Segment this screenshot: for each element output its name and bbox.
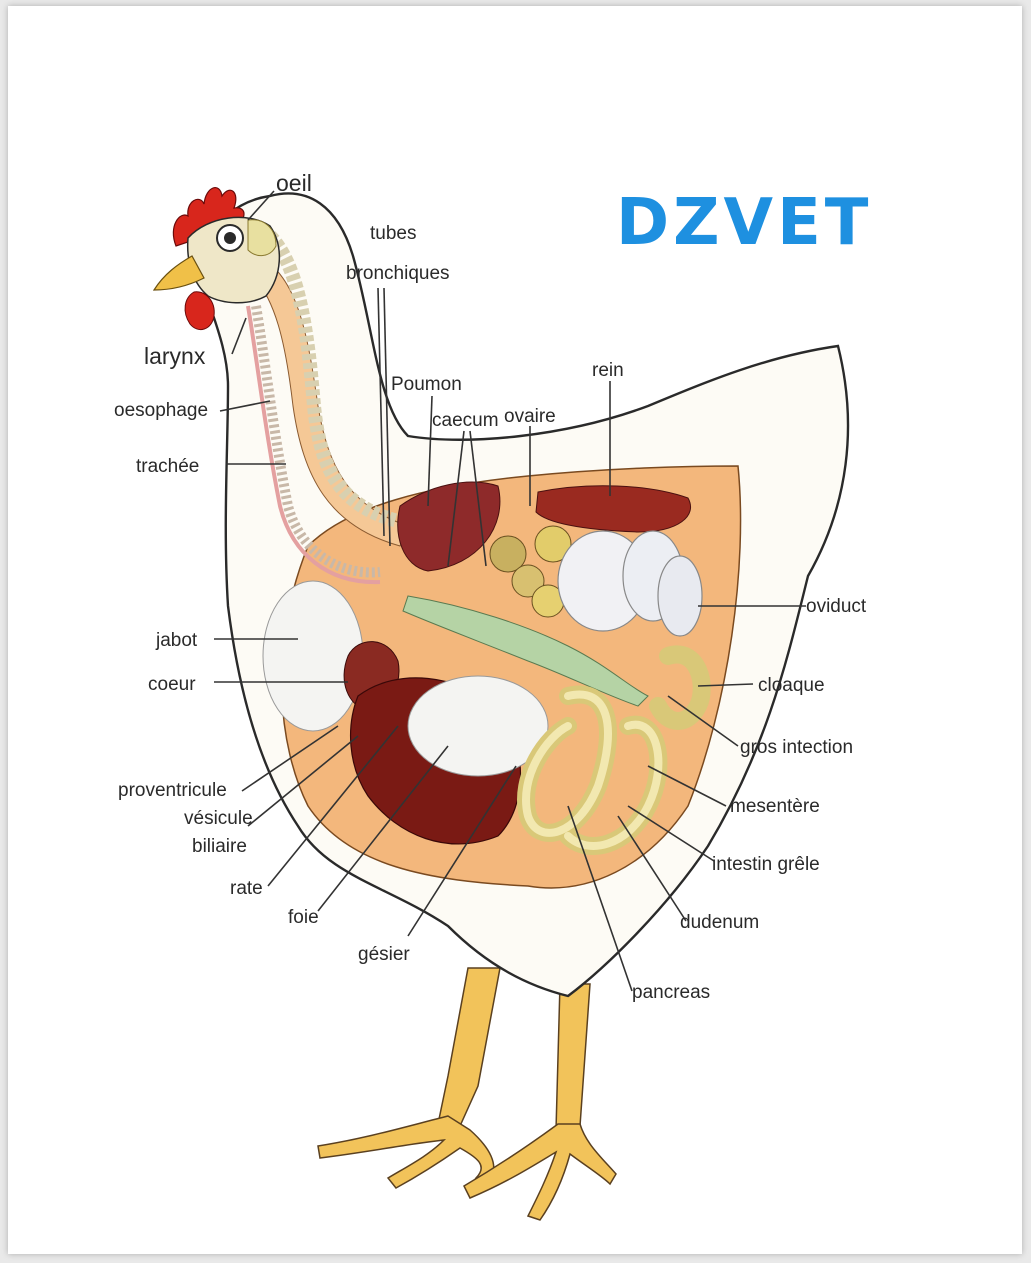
label-coeur: coeur xyxy=(148,674,196,695)
label-gros-intection: gros intection xyxy=(740,737,853,758)
label-oviduct: oviduct xyxy=(806,596,867,617)
eye-pupil xyxy=(224,232,236,244)
label-gesier: gésier xyxy=(358,944,410,965)
label-jabot: jabot xyxy=(155,630,198,651)
left-foot xyxy=(318,1116,494,1188)
label-cloaque: cloaque xyxy=(758,675,825,696)
image-frame: DZVET xyxy=(8,6,1022,1254)
label-proventricule: proventricule xyxy=(118,780,227,801)
chicken-anatomy-diagram: DZVET xyxy=(8,6,1022,1254)
label-caecum: caecum xyxy=(432,410,499,431)
chicken-legs xyxy=(318,968,616,1220)
label-biliaire: biliaire xyxy=(192,836,247,857)
label-ovaire: ovaire xyxy=(504,406,556,427)
label-mesentere: mesentère xyxy=(730,796,820,817)
label-poumon: Poumon xyxy=(391,374,462,395)
label-bronchiques: bronchiques xyxy=(346,263,450,284)
label-rate: rate xyxy=(230,878,263,899)
right-leg xyxy=(556,984,590,1130)
label-trachee: trachée xyxy=(136,456,199,477)
label-foie: foie xyxy=(288,907,319,928)
label-dudenum: dudenum xyxy=(680,912,759,933)
label-larynx: larynx xyxy=(144,343,206,369)
left-leg xyxy=(438,968,500,1126)
right-foot xyxy=(464,1124,616,1220)
label-pancreas: pancreas xyxy=(632,982,710,1003)
label-vesicule: vésicule xyxy=(184,808,253,829)
label-oesophage: oesophage xyxy=(114,400,208,421)
label-tubes: tubes xyxy=(370,223,416,244)
label-oeil: oeil xyxy=(276,170,312,196)
label-intestin-grele: intestin grêle xyxy=(712,854,820,875)
dzvet-logo: DZVET xyxy=(616,186,872,260)
label-rein: rein xyxy=(592,360,624,381)
